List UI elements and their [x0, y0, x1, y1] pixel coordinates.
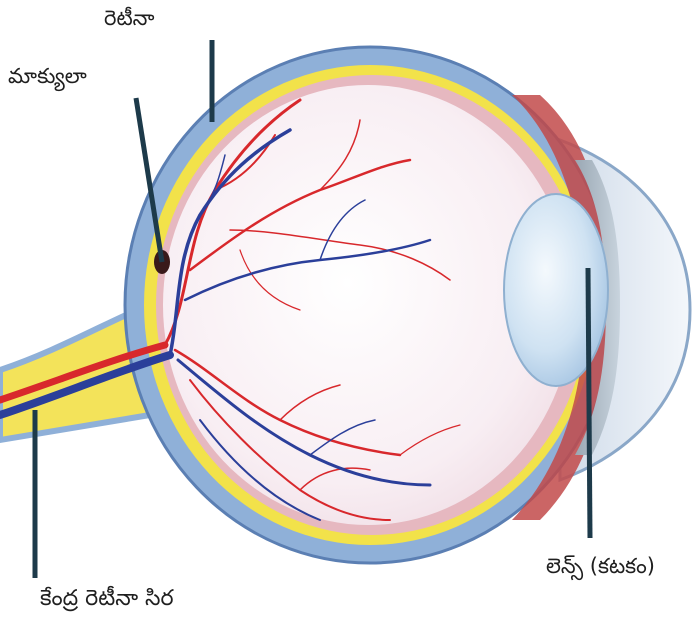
- macula-label: మాక్యులా: [8, 66, 87, 87]
- lens: [504, 194, 608, 386]
- lens-pointer: [588, 268, 590, 538]
- retina-label: రెటీనా: [104, 8, 154, 29]
- central-retinal-vein-label: కేంద్ర రెటీనా సిర: [40, 588, 174, 610]
- lens-label: లెన్స్ (కటకం): [546, 556, 655, 577]
